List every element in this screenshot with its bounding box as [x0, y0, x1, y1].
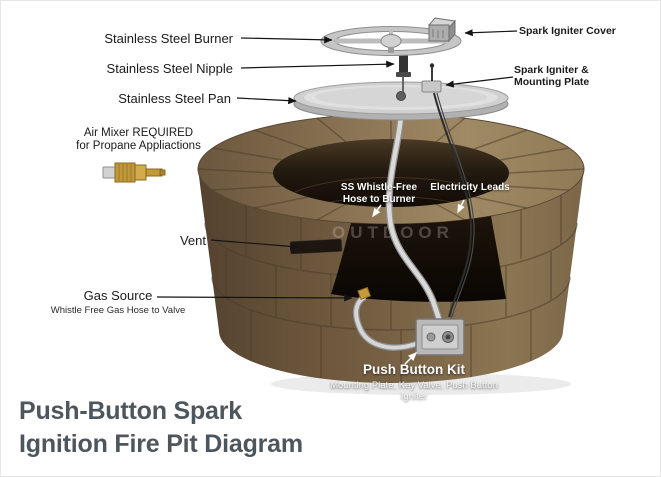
whistle-free-hose [385, 115, 443, 321]
spark-igniter-plate-line2: Mounting Plate [514, 76, 590, 88]
label-electricity-leads: Electricity Leads [430, 182, 510, 193]
burner-hub [380, 34, 402, 48]
electricity-leads-wire [433, 92, 475, 318]
air-mixer-line1: Air Mixer REQUIRED [83, 127, 194, 139]
label-push-button-kit: Push Button Kit Mounting Plate, Key Valv… [319, 362, 509, 402]
diagram-title: Push-Button Spark Ignition Fire Pit Diag… [19, 395, 303, 461]
push-button-arrow [404, 351, 418, 365]
hose-line2: Hose to Burner [342, 193, 416, 205]
wall-stone-joints [204, 195, 578, 383]
label-spark-igniter-plate: Spark Igniter & Mounting Plate [514, 64, 589, 88]
label-stainless-steel-burner: Stainless Steel Burner [104, 31, 233, 46]
push-button-kit-sub: Mounting Plate, Key Valve, Push Button I… [330, 379, 498, 402]
gas-leader [156, 294, 353, 302]
hose-line1: SS Whistle-Free [340, 182, 418, 193]
spark-igniter-mounting-plate [421, 63, 442, 93]
gas-source-sub: Whistle Free Gas Hose to Valve [50, 305, 186, 316]
label-whistle-free-hose: SS Whistle-Free Hose to Burner [339, 182, 419, 205]
pan-center-hub [396, 91, 406, 101]
stainless-steel-burner [320, 26, 462, 56]
title-line2: Ignition Fire Pit Diagram [19, 430, 303, 458]
key-valve [426, 332, 436, 342]
label-air-mixer: Air Mixer REQUIRED for Propane Appliacti… [61, 127, 216, 153]
white-callout-arrows [372, 199, 465, 365]
rim-stone-joints [197, 114, 585, 224]
gas-hose-brass-fitting [357, 286, 372, 301]
stainless-steel-pan [293, 81, 509, 121]
spark-igniter-cover-box [428, 17, 456, 43]
label-vent: Vent [179, 233, 206, 248]
burner-leader [240, 36, 333, 44]
hose-arrow [372, 204, 382, 218]
push-button-kit-box [415, 318, 465, 356]
leader-lines [156, 29, 518, 302]
air-mixer-fitting [102, 162, 166, 183]
push-button-kit-main: Push Button Kit [363, 362, 465, 377]
label-stainless-steel-pan: Stainless Steel Pan [118, 91, 231, 106]
plate-leader [445, 76, 514, 88]
vent-leader [210, 239, 299, 250]
label-spark-igniter-cover: Spark Igniter Cover [519, 25, 616, 37]
air-mixer-line2: for Propane Appliactions [76, 140, 201, 152]
pan-leader [236, 97, 297, 105]
electricity-arrow [457, 199, 465, 214]
stainless-steel-nipple [396, 55, 411, 92]
label-stainless-steel-nipple: Stainless Steel Nipple [106, 61, 233, 76]
nipple-leader [240, 60, 395, 69]
title-line1: Push-Button Spark [19, 397, 242, 425]
cover-leader [464, 29, 518, 37]
gas-hose-loop [352, 286, 421, 351]
label-gas-source: Gas Source Whistle Free Gas Hose to Valv… [33, 288, 203, 316]
gas-source-main: Gas Source [83, 288, 153, 303]
spark-igniter-plate-line1: Spark Igniter & [514, 64, 589, 76]
